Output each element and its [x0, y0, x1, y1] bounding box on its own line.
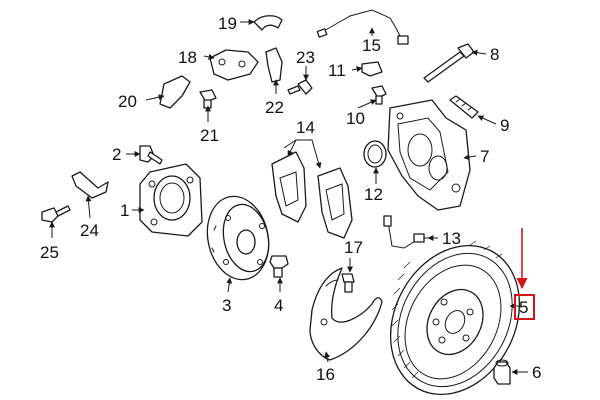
speed-sensor-bracket-part	[159, 75, 191, 109]
callout-10: 10	[346, 109, 365, 128]
callout-8: 8	[490, 45, 499, 64]
brake-pads-part	[271, 151, 353, 239]
callout-17: 17	[344, 238, 363, 257]
callout-22: 22	[265, 98, 284, 117]
dust-shield-part	[309, 267, 383, 361]
callout-11: 11	[328, 61, 346, 80]
callout-5: 5	[519, 298, 528, 317]
callout-7: 7	[480, 147, 489, 166]
brake-disc-part	[389, 240, 521, 396]
callout-24: 24	[80, 221, 99, 240]
holder-bolt-part	[287, 79, 313, 95]
sensor-bracket-part	[71, 171, 109, 199]
cable-holder-part	[209, 49, 259, 81]
brake-caliper-part	[387, 99, 471, 211]
bearing-bolt-part	[139, 145, 163, 165]
callout-13: 13	[442, 229, 461, 248]
callout-23: 23	[296, 48, 315, 67]
callout-18: 18	[178, 48, 197, 67]
wheel-bearing-part	[139, 163, 203, 237]
piston-seal-part	[363, 140, 387, 168]
callout-25: 25	[40, 243, 59, 262]
bracket-bolt-part	[41, 205, 71, 223]
retaining-clip-part	[253, 15, 283, 31]
hub-bolt-part	[269, 255, 289, 278]
sensor-bolt-part	[199, 89, 217, 109]
callout-15: 15	[362, 36, 381, 55]
callout-20: 20	[118, 92, 137, 111]
caliper-bolt-part	[423, 43, 475, 83]
callout-12: 12	[364, 185, 383, 204]
callout-9: 9	[500, 116, 509, 135]
callout-19: 19	[218, 14, 237, 33]
holder-bracket-part	[265, 47, 283, 83]
wear-sensor-part	[383, 215, 435, 249]
hub-flange-part	[206, 195, 270, 281]
callout-6: 6	[532, 363, 541, 382]
shield-bolt-part	[341, 273, 355, 293]
callout-1: 1	[120, 201, 129, 220]
callout-21: 21	[200, 126, 219, 145]
disc-bolt-part	[493, 359, 511, 385]
bleeder-cap-part	[361, 61, 383, 77]
callout-4: 4	[274, 296, 283, 315]
highlight-box	[514, 294, 535, 320]
callout-3: 3	[222, 296, 231, 315]
sensor-cable-part	[316, 9, 409, 45]
callout-labels: 19 15 18 23 8 11 20 22 10 9 21 14 2 7 12…	[40, 14, 541, 384]
guide-pin-part	[449, 95, 479, 119]
callout-14: 14	[296, 118, 315, 137]
leader-lines	[49, 19, 528, 375]
callout-2: 2	[112, 145, 121, 164]
callout-16: 16	[316, 365, 335, 384]
